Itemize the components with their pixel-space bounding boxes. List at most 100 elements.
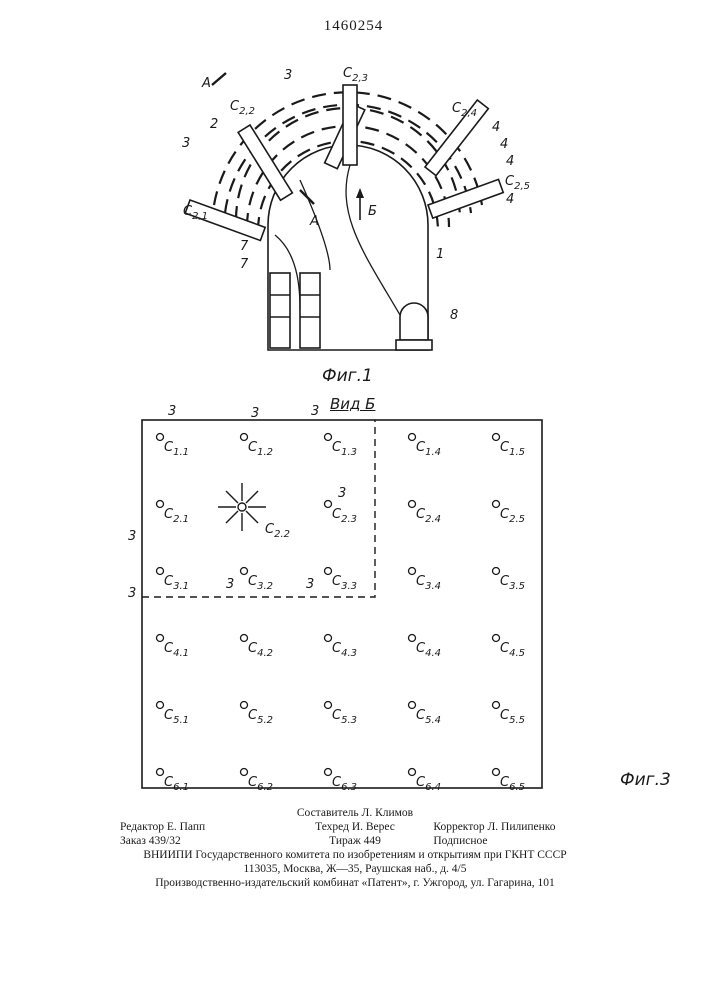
borehole-c23 — [343, 85, 357, 165]
charge-label-c2-1: C2.1 — [164, 507, 189, 525]
compiler-line: Составитель Л. Климов — [120, 806, 590, 820]
charge-point-c6-4 — [409, 769, 416, 776]
svg-text:3: 3 — [226, 577, 234, 592]
svg-text:2: 2 — [210, 117, 218, 132]
charge-point-c2-5 — [493, 501, 500, 508]
charge-label-c3-5: C3.5 — [500, 574, 525, 592]
svg-text:4: 4 — [506, 192, 514, 207]
charge-point-c4-2 — [241, 635, 248, 642]
charge-label-c3-1: C3.1 — [164, 574, 189, 592]
charge-label-c4-2: C4.2 — [248, 641, 273, 659]
svg-text:C2,4: C2,4 — [452, 101, 477, 119]
patent-number: 1460254 — [0, 18, 707, 35]
charge-point-c4-4 — [409, 635, 416, 642]
charge-label-c5-2: C5.2 — [248, 708, 273, 726]
charge-label-c4-1: C4.1 — [164, 641, 189, 659]
marker-a-top: A — [201, 76, 211, 91]
charge-point-c6-1 — [157, 769, 164, 776]
charge-label-c2-2: C2.2 — [265, 522, 290, 540]
svg-text:8: 8 — [450, 308, 458, 323]
print-run-line: Тираж 449 — [277, 834, 434, 848]
address-line: 113035, Москва, Ж—35, Раушская наб., д. … — [120, 862, 590, 876]
charge-point-c5-4 — [409, 702, 416, 709]
svg-text:3: 3 — [284, 68, 292, 83]
charge-label-c2-3: C2.3 — [332, 507, 357, 525]
svg-text:4: 4 — [500, 137, 508, 152]
charge-point-c4-3 — [325, 635, 332, 642]
svg-text:3: 3 — [306, 577, 314, 592]
charge-point-c3-1 — [157, 568, 164, 575]
charge-point-c1-4 — [409, 434, 416, 441]
order-line: Заказ 439/32 — [120, 834, 277, 848]
charge-label-c6-5: C6.5 — [500, 775, 525, 793]
charge-label-c3-3: C3.3 — [332, 574, 357, 592]
charge-point-c1-2 — [241, 434, 248, 441]
charge-point-c1-1 — [157, 434, 164, 441]
charge-point-c1-3 — [325, 434, 332, 441]
charge-point-c4-1 — [157, 635, 164, 642]
svg-text:1: 1 — [436, 247, 444, 262]
charge-label-c4-4: C4.4 — [416, 641, 441, 659]
charge-label-c5-1: C5.1 — [164, 708, 189, 726]
view-b-marker: Б — [368, 204, 377, 219]
techred-line: Техред И. Верес — [277, 820, 434, 834]
charge-label-c5-5: C5.5 — [500, 708, 525, 726]
svg-text:3: 3 — [338, 486, 346, 501]
charge-point-c3-4 — [409, 568, 416, 575]
charge-point-c5-2 — [241, 702, 248, 709]
blast-direction-icon — [218, 483, 266, 531]
charge-point-c4-5 — [493, 635, 500, 642]
charge-label-c6-1: C6.1 — [164, 775, 189, 793]
charge-point-c1-5 — [493, 434, 500, 441]
charge-point-c5-5 — [493, 702, 500, 709]
charge-label-c5-3: C5.3 — [332, 708, 357, 726]
institute-line: ВНИИПИ Государственного комитета по изоб… — [120, 848, 590, 862]
figure-3-drawing: C1.1 C1.2 C1.3 C1.4 C1.5C2.1 C2.3 C2.4 C2.5C3.1… — [120, 405, 560, 795]
svg-text:3: 3 — [311, 405, 319, 419]
figure-1-drawing: A A Б C2,1 C2,2 C2,3 C2,4 C2,5 3 2 3 1 4… — [150, 55, 530, 365]
charge-label-c1-2: C1.2 — [248, 440, 273, 458]
charge-label-c1-4: C1.4 — [416, 440, 441, 458]
editor-line: Редактор Е. Папп — [120, 820, 277, 834]
plant-line: Производственно-издательский комбинат «П… — [120, 876, 590, 890]
svg-text:C2,3: C2,3 — [343, 66, 368, 84]
charge-label-c6-4: C6.4 — [416, 775, 441, 793]
charge-point-c2-4 — [409, 501, 416, 508]
charge-label-c5-4: C5.4 — [416, 708, 441, 726]
charge-label-c2-5: C2.5 — [500, 507, 525, 525]
charge-label-c3-4: C3.4 — [416, 574, 441, 592]
svg-text:C2,2: C2,2 — [230, 99, 255, 117]
charge-point-c6-3 — [325, 769, 332, 776]
charge-point-c5-1 — [157, 702, 164, 709]
charge-label-c2-4: C2.4 — [416, 507, 441, 525]
svg-text:3: 3 — [128, 586, 136, 601]
charge-point-c2-3 — [325, 501, 332, 508]
charge-label-c4-5: C4.5 — [500, 641, 525, 659]
charge-label-c4-3: C4.3 — [332, 641, 357, 659]
charge-label-c1-3: C1.3 — [332, 440, 357, 458]
charge-point-c6-5 — [493, 769, 500, 776]
colophon: Составитель Л. Климов Редактор Е. Папп Т… — [120, 806, 590, 890]
charge-point-c3-5 — [493, 568, 500, 575]
corrector-line: Корректор Л. Пилипенко — [433, 820, 590, 834]
charge-point-c3-2 — [241, 568, 248, 575]
svg-text:7: 7 — [240, 239, 249, 254]
svg-text:3: 3 — [128, 529, 136, 544]
charge-point-c5-3 — [325, 702, 332, 709]
blasting-machine-icon — [396, 303, 432, 350]
charge-label-c6-2: C6.2 — [248, 775, 273, 793]
charge-stacks — [270, 273, 320, 348]
svg-text:3: 3 — [182, 136, 190, 151]
svg-text:3: 3 — [251, 406, 259, 421]
figure-3-caption: Фиг.3 — [620, 770, 671, 790]
charge-label-c1-5: C1.5 — [500, 440, 525, 458]
marker-a-bottom: A — [309, 214, 319, 229]
charge-label-c1-1: C1.1 — [164, 440, 189, 458]
svg-text:4: 4 — [492, 120, 500, 135]
charge-point-c2-1 — [157, 501, 164, 508]
charge-label-c3-2: C3.2 — [248, 574, 273, 592]
charge-point-c6-2 — [241, 769, 248, 776]
subscription-line: Подписное — [433, 834, 590, 848]
svg-text:3: 3 — [168, 405, 176, 419]
charge-point-c3-3 — [325, 568, 332, 575]
